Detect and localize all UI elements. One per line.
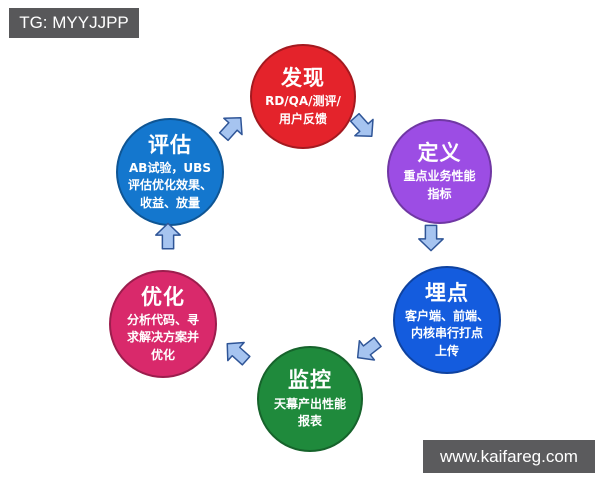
node-subtitle-discover: RD/QA/测评/ 用户反馈 bbox=[265, 94, 341, 126]
node-title-define: 定义 bbox=[417, 140, 462, 165]
tg-watermark: TG: MYYJJPP bbox=[9, 8, 139, 38]
cycle-node-discover: 发现 RD/QA/测评/ 用户反馈 bbox=[250, 44, 356, 149]
arrow-down-left-icon bbox=[347, 328, 390, 371]
cycle-node-define: 定义 重点业务性能 指标 bbox=[387, 119, 492, 224]
arrow-down-right-icon bbox=[341, 105, 384, 148]
node-subtitle-instrument: 客户端、前端、 内核串行打点 上传 bbox=[404, 309, 489, 358]
node-title-instrument: 埋点 bbox=[425, 280, 469, 305]
arrow-up-left-icon bbox=[215, 331, 258, 374]
node-subtitle-optimize: 分析代码、寻 求解决方案并 优化 bbox=[126, 313, 199, 362]
node-title-monitor: 监控 bbox=[288, 368, 332, 393]
site-watermark: www.kaifareg.com bbox=[423, 440, 595, 473]
cycle-node-evaluate: 评估 AB试验，UBS 评估优化效果、 收益、放量 bbox=[116, 118, 224, 226]
node-subtitle-define: 重点业务性能 指标 bbox=[403, 169, 476, 201]
arrow-down-icon bbox=[416, 222, 446, 253]
cycle-node-monitor: 监控 天幕产出性能 报表 bbox=[257, 346, 363, 452]
arrow-up-icon bbox=[153, 221, 183, 252]
node-title-evaluate: 评估 bbox=[148, 132, 192, 157]
node-title-optimize: 优化 bbox=[141, 284, 185, 309]
arrow-up-right-icon bbox=[210, 106, 253, 149]
cycle-node-instrument: 埋点 客户端、前端、 内核串行打点 上传 bbox=[393, 266, 501, 374]
node-subtitle-monitor: 天幕产出性能 报表 bbox=[273, 396, 346, 429]
node-subtitle-evaluate: AB试验，UBS 评估优化效果、 收益、放量 bbox=[127, 161, 212, 210]
cycle-node-optimize: 优化 分析代码、寻 求解决方案并 优化 bbox=[109, 270, 217, 378]
node-title-discover: 发现 bbox=[281, 65, 325, 90]
